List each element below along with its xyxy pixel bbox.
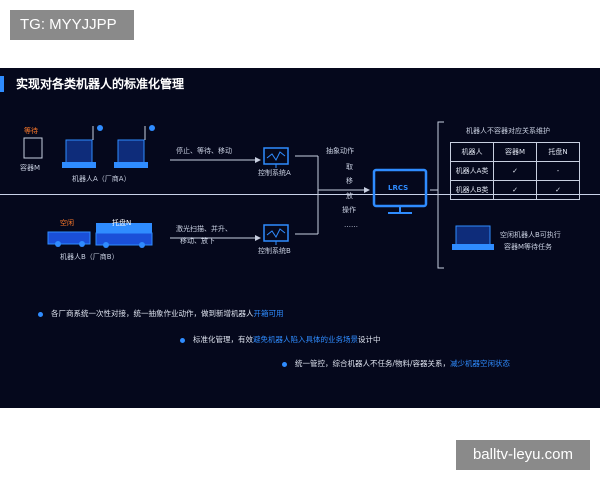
table-row: 机器人B类 ✓ ✓ xyxy=(450,180,580,200)
controller-b-label: 控制系统B xyxy=(258,247,291,255)
bullet-dot-icon xyxy=(38,311,43,317)
title-accent-bar xyxy=(0,76,4,92)
table-header-cell: 机器人 xyxy=(450,142,494,162)
table-header-cell: 容器M xyxy=(493,142,537,162)
idle-robot-b-icon xyxy=(452,225,494,250)
table-cell: - xyxy=(536,161,580,181)
task-text-line2: 容器M等待任务 xyxy=(504,243,553,251)
right-bracket xyxy=(437,121,444,269)
container-m-label: 容器M xyxy=(20,164,41,172)
slide: 实现对各类机器人的标准化管理 xyxy=(0,68,600,408)
robot-a-icon-1 xyxy=(62,125,103,168)
abstract-action-item: 取 xyxy=(346,163,353,171)
lrcs-label: LRCS xyxy=(388,184,409,192)
controller-a-label: 控制系统A xyxy=(258,169,291,177)
divider-line xyxy=(0,194,600,195)
task-text-line1: 空闲机器人B可执行 xyxy=(500,231,561,239)
watermark-top: TG: MYYJJPP xyxy=(10,10,134,40)
table-cell: 机器人A类 xyxy=(450,161,494,181)
robot-b-icon-1 xyxy=(47,231,91,247)
bullet-item: 标准化管理，有效避免机器人陷入具体的业务场景设计中 xyxy=(180,334,381,345)
table-cell: ✓ xyxy=(536,180,580,200)
bullet-dot-icon xyxy=(282,361,287,367)
robot-a-status: 等待 xyxy=(24,127,38,135)
mapping-table: 机器人 容器M 托盘N 机器人A类 ✓ - 机器人B类 ✓ ✓ xyxy=(450,142,580,200)
diagram-graphics xyxy=(23,121,494,269)
tray-n-label: 托盘N xyxy=(112,219,132,227)
table-cell: ✓ xyxy=(493,180,537,200)
table-cell: 机器人B类 xyxy=(450,180,494,200)
robot-b-status: 空闲 xyxy=(60,219,74,227)
bullet-item: 各厂商系统一次性对接，统一抽象作业动作，做到新增机器人开箱可用 xyxy=(38,308,284,319)
robot-b-actions-line1: 激光扫描、并升、 xyxy=(176,225,232,233)
mapping-title: 机器人不容器对应关系维护 xyxy=(466,127,550,135)
controller-a-monitor-icon xyxy=(263,147,289,168)
abstract-action-item: 放 xyxy=(346,192,353,200)
bullet-item: 统一管控，综合机器人不任务/物料/容器关系，减少机器空闲状态 xyxy=(282,358,510,369)
lrcs-monitor-icon xyxy=(372,168,428,214)
watermark-bottom: balltv-leyu.com xyxy=(456,440,590,470)
robot-a-icon-2 xyxy=(114,125,155,168)
bullet-dot-icon xyxy=(180,337,185,343)
table-header-cell: 托盘N xyxy=(536,142,580,162)
table-cell: ✓ xyxy=(493,161,537,181)
slide-title: 实现对各类机器人的标准化管理 xyxy=(16,77,185,91)
abstract-action-item: …… xyxy=(344,221,358,229)
abstract-action-item: 操作 xyxy=(342,206,356,214)
robot-b-actions-line2: 移动、放下 xyxy=(180,237,215,245)
robot-a-actions: 停止、等待、移动 xyxy=(176,147,232,155)
controller-b-monitor-icon xyxy=(263,224,289,245)
table-row: 机器人A类 ✓ - xyxy=(450,161,580,181)
robot-b-icon-2 xyxy=(95,223,153,248)
container-m-icon xyxy=(23,137,43,159)
abstract-action-item: 移 xyxy=(346,177,353,185)
robot-b-name: 机器人B（厂商B） xyxy=(60,253,119,261)
robot-a-name: 机器人A（厂商A） xyxy=(72,175,131,183)
abstract-actions-title: 抽象动作 xyxy=(326,147,354,155)
